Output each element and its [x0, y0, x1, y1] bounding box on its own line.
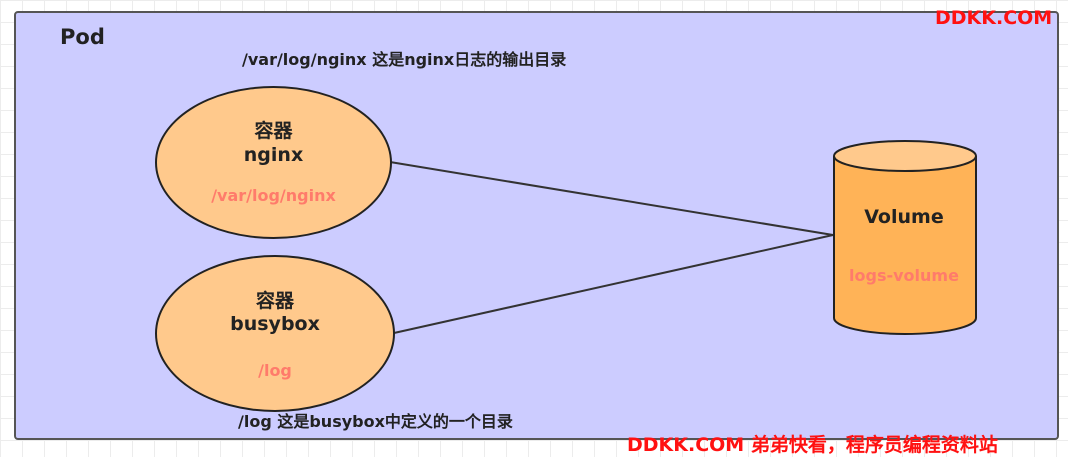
nginx-volume-connector — [389, 161, 834, 236]
busybox-log-dir-note: /log 这是busybox中定义的一个目录 — [238, 412, 513, 431]
container-nginx-path: /var/log/nginx — [211, 186, 336, 205]
container-nginx-name: nginx — [243, 144, 304, 166]
watermark-bottom: DDKK.COM 弟弟快看，程序员编程资料站 — [627, 434, 998, 456]
container-nginx: 容器 nginx /var/log/nginx — [155, 86, 392, 239]
volume-name: logs-volume — [849, 266, 959, 285]
watermark-top: DDKK.COM — [935, 7, 1053, 29]
container-busybox-path: /log — [258, 361, 292, 380]
volume-title: Volume — [864, 206, 944, 228]
busybox-volume-connector — [393, 234, 834, 334]
pod-label: Pod — [60, 25, 105, 49]
container-busybox-title: 容器 — [255, 290, 294, 312]
nginx-log-dir-note: /var/log/nginx 这是nginx日志的输出目录 — [242, 50, 567, 69]
volume-cylinder — [833, 140, 977, 335]
container-busybox: 容器 busybox /log — [155, 255, 395, 412]
container-busybox-name: busybox — [230, 313, 320, 335]
container-nginx-title: 容器 — [254, 120, 293, 142]
